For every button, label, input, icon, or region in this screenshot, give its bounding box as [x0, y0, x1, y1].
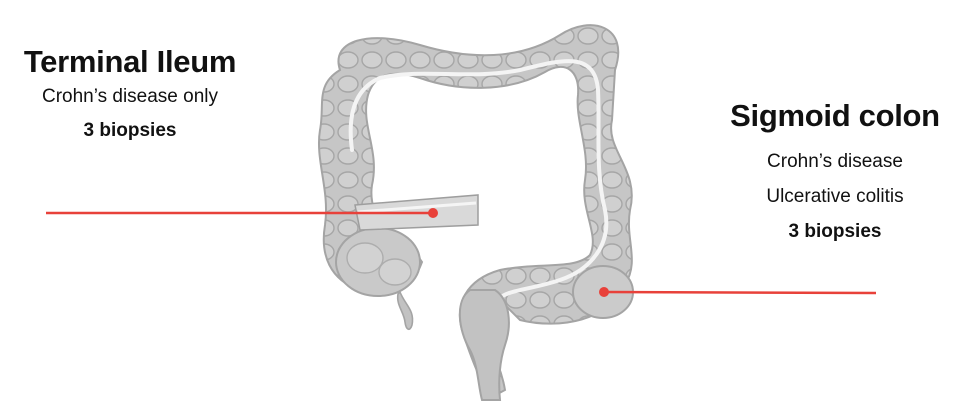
site-indication: Crohn’s disease only — [0, 80, 260, 114]
site-biopsy-count: 3 biopsies — [712, 214, 956, 249]
site-title: Terminal Ileum — [0, 44, 260, 80]
site-indication: Ulcerative colitis — [712, 179, 956, 214]
site-biopsy-count: 3 biopsies — [0, 114, 260, 148]
terminal-ileum-label: Terminal Ileum Crohn’s disease only 3 bi… — [0, 44, 260, 148]
terminal-ileum-pointer-dot — [428, 208, 438, 218]
site-title: Sigmoid colon — [712, 98, 956, 134]
sigmoid-colon-pointer-dot — [599, 287, 609, 297]
site-indication: Crohn’s disease — [712, 144, 956, 179]
sigmoid-colon-label: Sigmoid colon Crohn’s disease Ulcerative… — [712, 98, 956, 249]
sigmoid-colon-pointer-line — [604, 292, 876, 293]
